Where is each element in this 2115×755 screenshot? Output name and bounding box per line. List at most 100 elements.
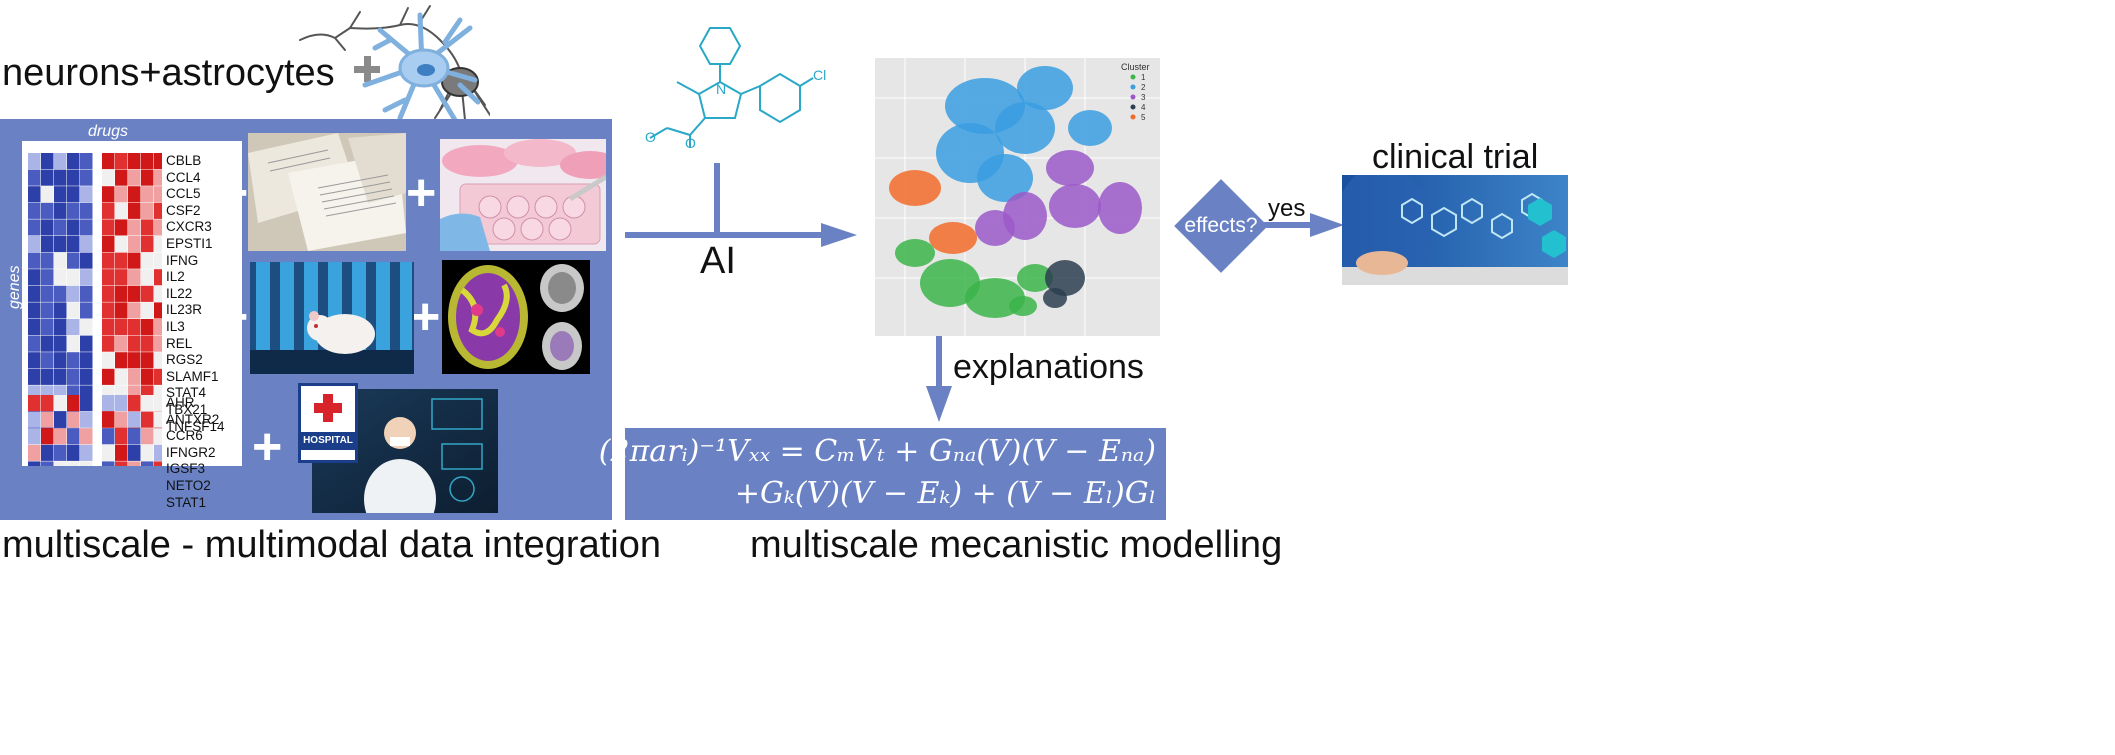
heatmap-cell <box>141 302 154 319</box>
heatmap-cell <box>128 444 141 461</box>
heatmap-cell <box>141 461 154 466</box>
neurons-astrocytes-label: neurons+astrocytes <box>2 52 335 94</box>
heatmap-cells <box>28 153 162 466</box>
heatmap-cell <box>141 169 154 186</box>
plus-icon: + <box>406 164 437 222</box>
gene-name: ANTXR2 <box>166 411 220 427</box>
heatmap-cell <box>41 169 54 186</box>
cluster-blob <box>977 154 1033 202</box>
explanations-label: explanations <box>953 348 1144 386</box>
gene-name: REL <box>166 335 193 351</box>
heatmap-cell <box>41 368 54 385</box>
heatmap-cell <box>128 153 141 170</box>
heatmap-cell <box>80 186 93 203</box>
hospital-sign-icon: HOSPITAL <box>298 383 358 463</box>
heatmap-cell <box>67 302 80 319</box>
heatmap-cell <box>41 352 54 369</box>
oxygen-label: O <box>685 135 696 150</box>
heatmap-cell <box>41 302 54 319</box>
heatmap-cell <box>141 186 154 203</box>
heatmap-cell <box>80 395 93 412</box>
gene-name: CXCR3 <box>166 219 212 235</box>
legend-label: 5 <box>1141 113 1146 122</box>
heatmap-cell <box>128 285 141 302</box>
heatmap-cell <box>115 319 128 336</box>
heatmap-cell <box>141 411 154 428</box>
heatmap-cell <box>80 153 93 170</box>
heatmap-cell <box>80 335 93 352</box>
heatmap-cell <box>128 395 141 412</box>
heatmap-cell <box>67 269 80 286</box>
heatmap-cell <box>28 252 41 269</box>
heatmap-cell <box>102 186 115 203</box>
heatmap-cell <box>102 236 115 253</box>
gene-name: RGS2 <box>166 352 203 368</box>
heatmap-cell <box>141 428 154 445</box>
heatmap-cell <box>80 202 93 219</box>
equation-line-2: +Gₖ(V)(V − Eₖ) + (V − Eₗ)Gₗ <box>734 476 1156 511</box>
molecule-structure: N O O Cl <box>645 27 826 150</box>
heatmap-cell <box>115 219 128 236</box>
heatmap-cell <box>115 252 128 269</box>
heatmap-cell <box>41 236 54 253</box>
plus-icon: + <box>252 418 283 476</box>
heatmap-cell <box>54 186 67 203</box>
heatmap-cell <box>28 219 41 236</box>
ai-label: AI <box>700 240 736 282</box>
cluster-blob <box>1017 264 1053 292</box>
heatmap-cell <box>80 285 93 302</box>
ai-arrow <box>625 223 857 247</box>
heatmap-cell <box>54 219 67 236</box>
heatmap-cell <box>154 236 162 253</box>
heatmap-cell <box>54 428 67 445</box>
cluster-blob <box>1043 288 1067 308</box>
heatmap-cell <box>154 202 162 219</box>
heatmap-cell <box>102 219 115 236</box>
heatmap-cell <box>141 269 154 286</box>
heatmap-cell <box>54 368 67 385</box>
heatmap-cell <box>115 444 128 461</box>
heatmap-cell <box>154 186 162 203</box>
heatmap-cell <box>141 352 154 369</box>
heatmap-cell <box>41 319 54 336</box>
heatmap-cell <box>80 411 93 428</box>
gene-list-top: CBLB CCL4 CCL5 CSF2 CXCR3 EPSTI1 IFNG IL… <box>166 153 225 435</box>
heatmap-cell <box>41 411 54 428</box>
heatmap-cell <box>54 285 67 302</box>
heatmap-cell <box>67 444 80 461</box>
heatmap-cell <box>54 202 67 219</box>
heatmap-cell <box>28 285 41 302</box>
explanations-arrow <box>926 336 952 422</box>
equation-line-1: (2πarᵢ)⁻¹Vₓₓ = CₘVₜ + Gₙₐ(V)(V − Eₙₐ) <box>598 434 1156 469</box>
heatmap-cell <box>67 285 80 302</box>
heatmap-cell <box>67 186 80 203</box>
heatmap-cell <box>141 395 154 412</box>
heatmap-cell <box>41 186 54 203</box>
gene-name: IL23R <box>166 302 203 318</box>
drugs-label: drugs <box>88 123 129 140</box>
chlorine-label: Cl <box>813 67 826 83</box>
heatmap-cell <box>28 368 41 385</box>
heatmap-cell <box>67 428 80 445</box>
plus-icon <box>354 56 380 82</box>
heatmap-cell <box>41 444 54 461</box>
heatmap-cell <box>28 411 41 428</box>
plus-icon: + <box>218 288 249 346</box>
heatmap-cell <box>67 395 80 412</box>
heatmap-cell <box>80 461 93 466</box>
gene-name: IFNGR2 <box>166 444 216 460</box>
heatmap-cell <box>102 444 115 461</box>
legend-swatch <box>1130 74 1136 80</box>
cluster-blob <box>1017 66 1073 110</box>
heatmap-cell <box>141 252 154 269</box>
heatmap-cell <box>115 411 128 428</box>
heatmap-cell <box>28 153 41 170</box>
gene-name: AHR <box>166 395 195 410</box>
cluster-blob <box>920 259 980 307</box>
heatmap-cell <box>80 319 93 336</box>
gene-name: CCR6 <box>166 428 203 444</box>
gene-name: CCL4 <box>166 169 201 185</box>
heatmap-cell <box>128 269 141 286</box>
heatmap-cell <box>67 202 80 219</box>
